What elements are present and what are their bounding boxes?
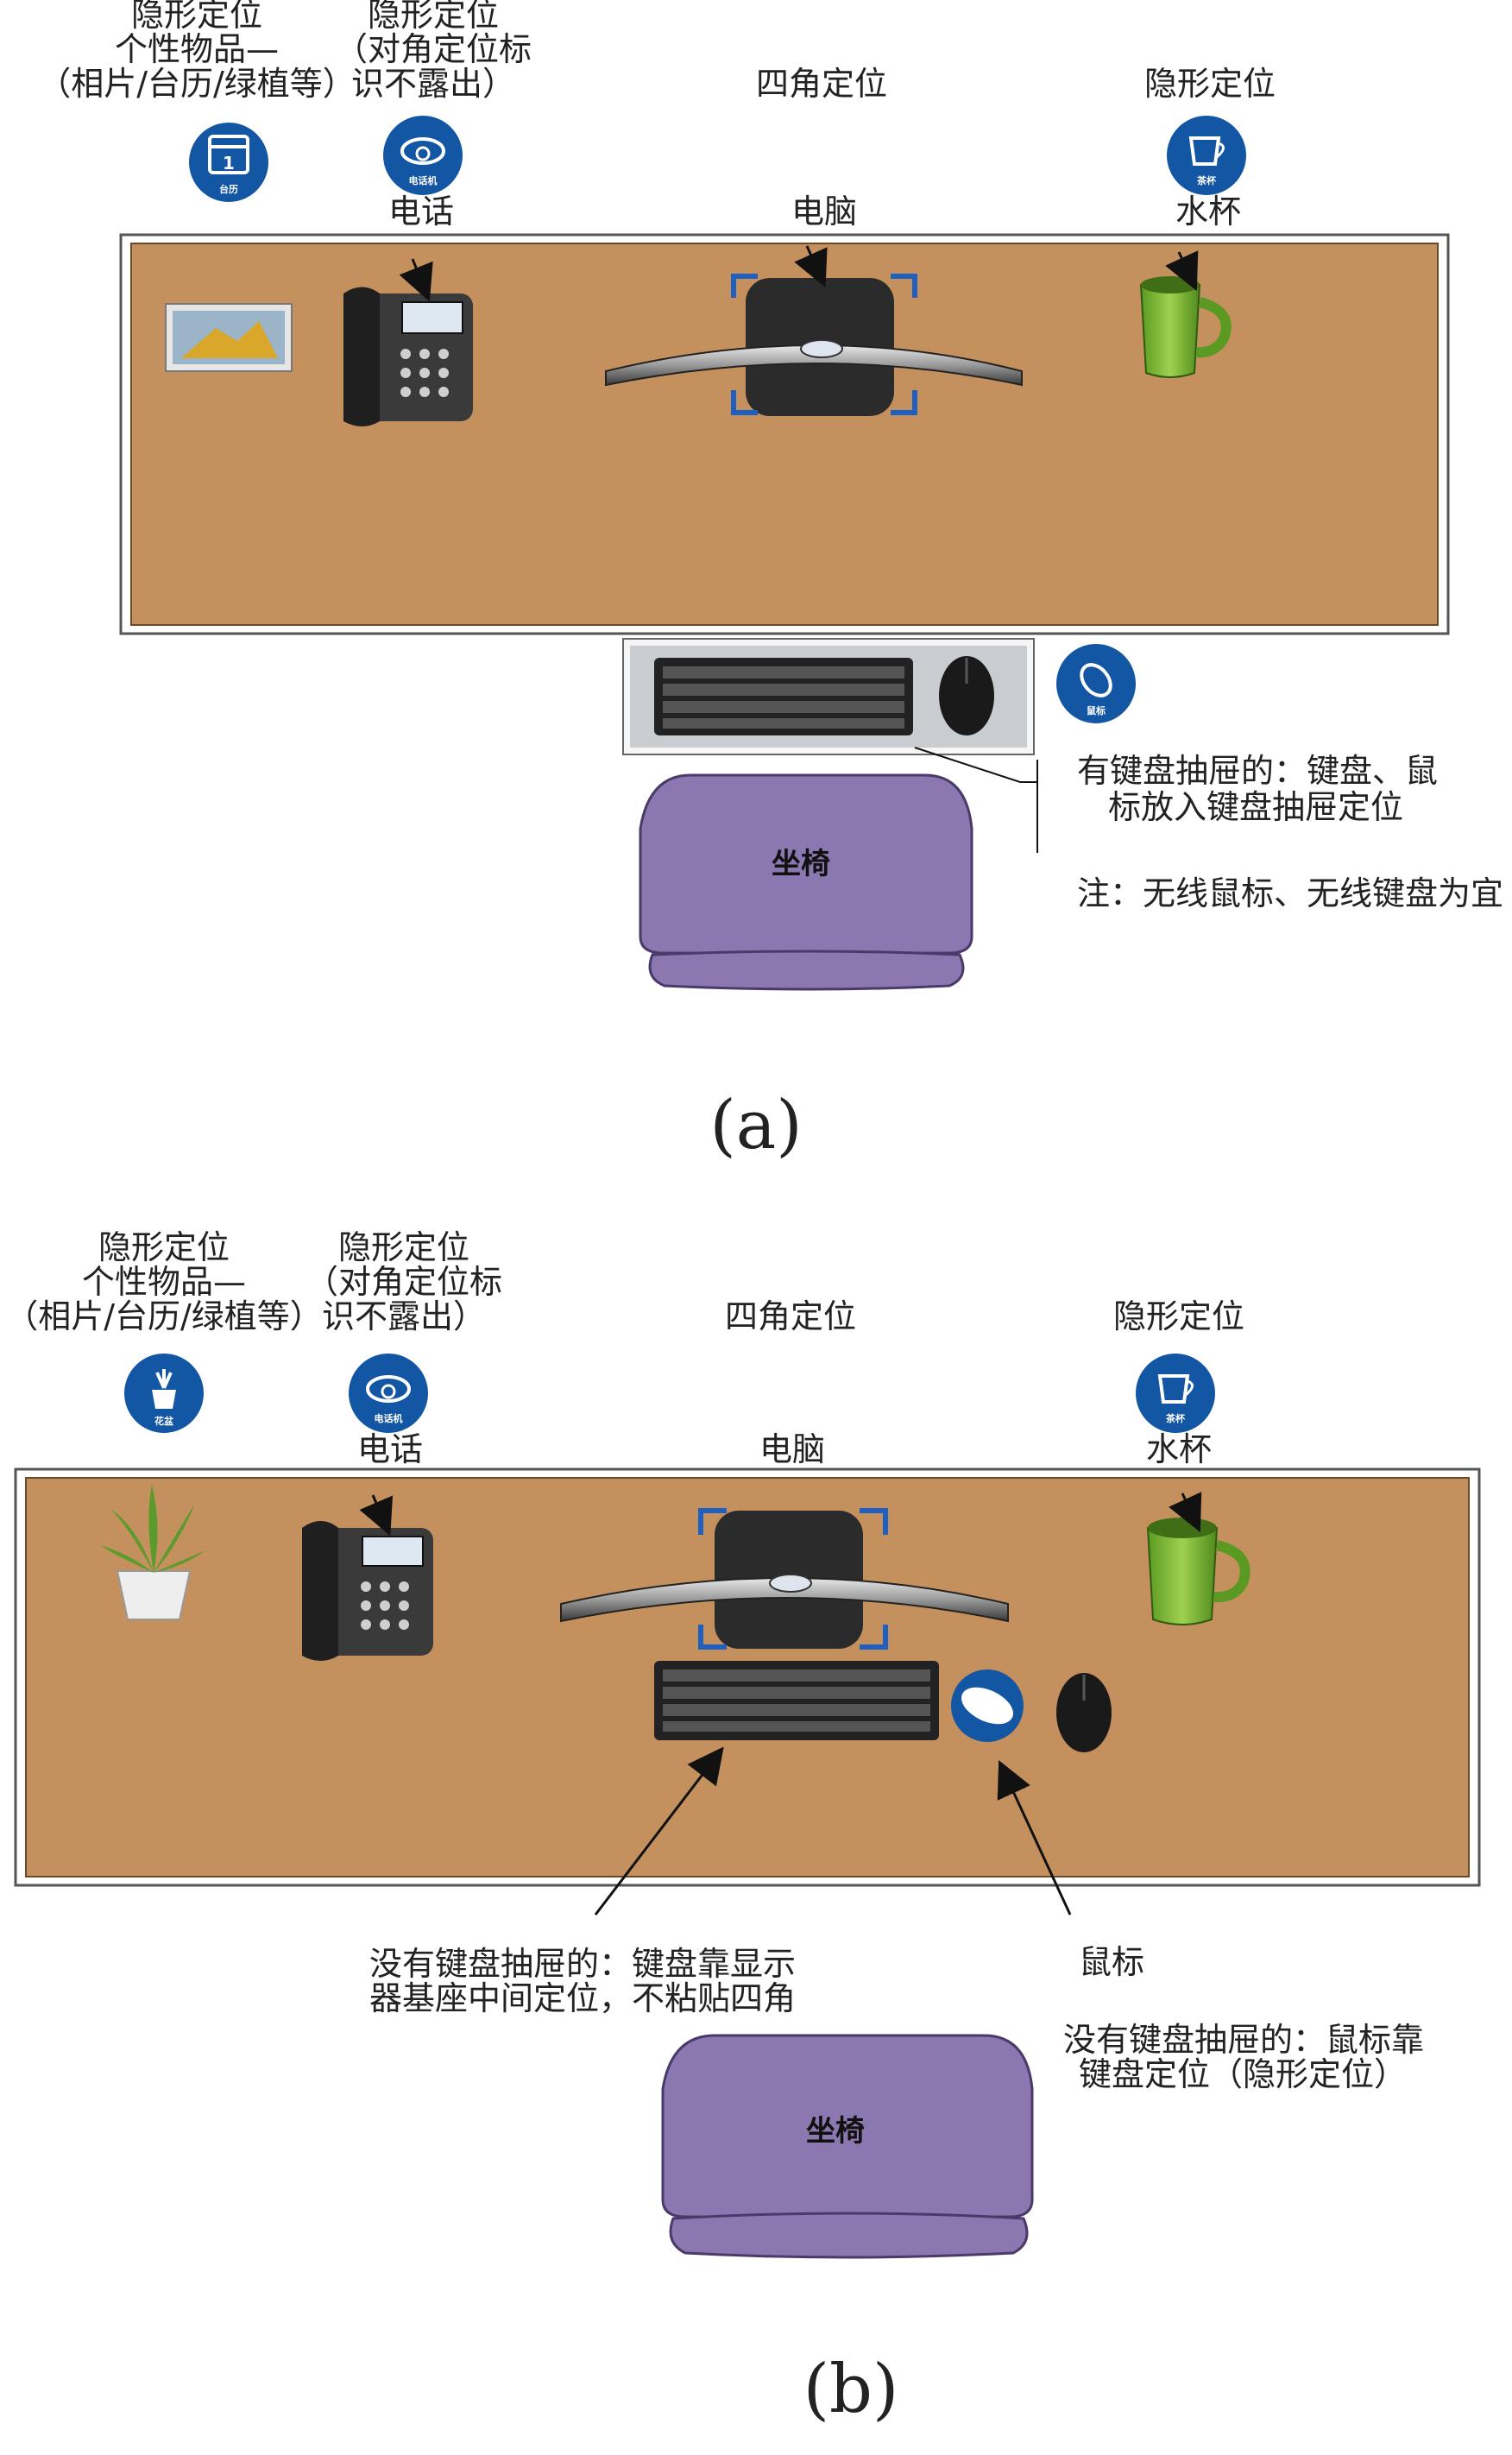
svg-text:1: 1 xyxy=(223,153,235,174)
keyboard-icon xyxy=(654,1661,939,1740)
personal-items-title: 隐形定位 xyxy=(131,0,262,34)
corner-markers xyxy=(731,274,917,415)
phone-position-title: 隐形定位 xyxy=(338,1228,469,1266)
mouse-position-marker-icon xyxy=(951,1669,1024,1742)
mouse-note-line2: 键盘定位（隐形定位） xyxy=(1079,2055,1407,2093)
plant-badge-label: 花盆 xyxy=(154,1415,174,1427)
computer-monitor-icon xyxy=(605,245,1023,416)
phone-badge-label: 电话机 xyxy=(375,1412,403,1424)
drawer-note-line1: 有键盘抽屉的：键盘、鼠 xyxy=(1077,752,1438,790)
cup-name-label: 水杯 xyxy=(1175,192,1241,230)
calendar-badge-label: 台历 xyxy=(219,183,238,195)
cup-position-title: 隐形定位 xyxy=(1144,65,1276,103)
personal-items-line3: （相片/台历/绿植等） xyxy=(5,1297,323,1335)
panel-b: 隐形定位 个性物品— （相片/台历/绿植等） 隐形定位 （对角定位标 识不露出）… xyxy=(5,1228,1481,2428)
water-cup-icon xyxy=(1146,1492,1251,1625)
personal-items-line3: （相片/台历/绿植等） xyxy=(38,65,356,103)
mouse-note-line1: 没有键盘抽屉的：鼠标靠 xyxy=(1063,2021,1424,2059)
drawer-callout-line xyxy=(914,747,1037,783)
computer-position-title: 四角定位 xyxy=(725,1297,856,1335)
panel-b-caption: (b) xyxy=(803,2351,899,2428)
phone-name-label: 电话 xyxy=(357,1430,423,1468)
mouse-badge-label: 鼠标 xyxy=(1087,704,1106,716)
cup-position-title: 隐形定位 xyxy=(1113,1297,1244,1335)
phone-name-label: 电话 xyxy=(388,192,454,230)
corner-markers xyxy=(698,1508,888,1650)
chair-icon: 坐椅 xyxy=(661,2034,1034,2259)
calendar-badge-icon: 1 台历 xyxy=(186,119,272,205)
phone-position-line2: （对角定位标 xyxy=(335,30,532,68)
personal-items-line2: 个性物品— xyxy=(82,1263,246,1301)
chair-icon: 坐椅 xyxy=(639,773,973,991)
phone-position-line3: 识不露出） xyxy=(322,1297,486,1335)
plant-badge-icon: 花盆 xyxy=(121,1350,207,1436)
mouse-badge-icon: 鼠标 xyxy=(1053,641,1139,727)
computer-name-label: 电脑 xyxy=(791,192,857,230)
mouse-name-label: 鼠标 xyxy=(1079,1943,1144,1981)
cup-badge-icon: 茶杯 xyxy=(1163,112,1250,199)
phone-badge-icon: 电话机 xyxy=(380,112,466,199)
mouse-icon xyxy=(939,656,994,735)
water-cup-icon xyxy=(1139,250,1232,378)
phone-badge-label: 电话机 xyxy=(409,174,438,186)
desk-phone-icon xyxy=(302,1494,433,1661)
chair-label: 坐椅 xyxy=(806,2114,865,2149)
panel-a: 隐形定位 个性物品— （相片/台历/绿植等） 隐形定位 （对角定位标 识不露出）… xyxy=(38,0,1503,1164)
phone-badge-icon: 电话机 xyxy=(345,1350,432,1436)
wireless-note: 注：无线鼠标、无线键盘为宜 xyxy=(1077,874,1503,912)
keyboard-note-line2: 器基座中间定位，不粘贴四角 xyxy=(369,1979,796,2017)
keyboard-note-line1: 没有键盘抽屉的：键盘靠显示 xyxy=(369,1945,796,1983)
computer-name-label: 电脑 xyxy=(759,1430,825,1468)
phone-position-line3: 识不露出） xyxy=(351,65,515,103)
mouse-callout-arrow xyxy=(997,1759,1072,1915)
phone-position-line2: （对角定位标 xyxy=(306,1263,502,1301)
computer-monitor-icon xyxy=(560,1508,1009,1650)
cup-name-label: 水杯 xyxy=(1146,1430,1212,1468)
personal-items-line2: 个性物品— xyxy=(115,30,279,68)
keyboard-callout-arrow xyxy=(594,1746,724,1915)
cup-badge-label: 茶杯 xyxy=(1196,174,1217,186)
chair-label: 坐椅 xyxy=(772,847,830,881)
drawer-note-line2: 标放入键盘抽屉定位 xyxy=(1108,788,1403,826)
keyboard-drawer xyxy=(622,638,1035,755)
panel-a-caption: (a) xyxy=(709,1087,802,1164)
cup-badge-icon: 茶杯 xyxy=(1132,1350,1219,1436)
personal-items-title: 隐形定位 xyxy=(98,1228,230,1266)
cup-badge-label: 茶杯 xyxy=(1165,1412,1186,1424)
photo-frame-icon xyxy=(165,303,293,372)
phone-position-title: 隐形定位 xyxy=(368,0,499,34)
desk-phone-icon xyxy=(343,258,473,426)
computer-position-title: 四角定位 xyxy=(756,65,887,103)
potted-plant-icon xyxy=(100,1485,205,1620)
mouse-icon xyxy=(1056,1673,1112,1752)
